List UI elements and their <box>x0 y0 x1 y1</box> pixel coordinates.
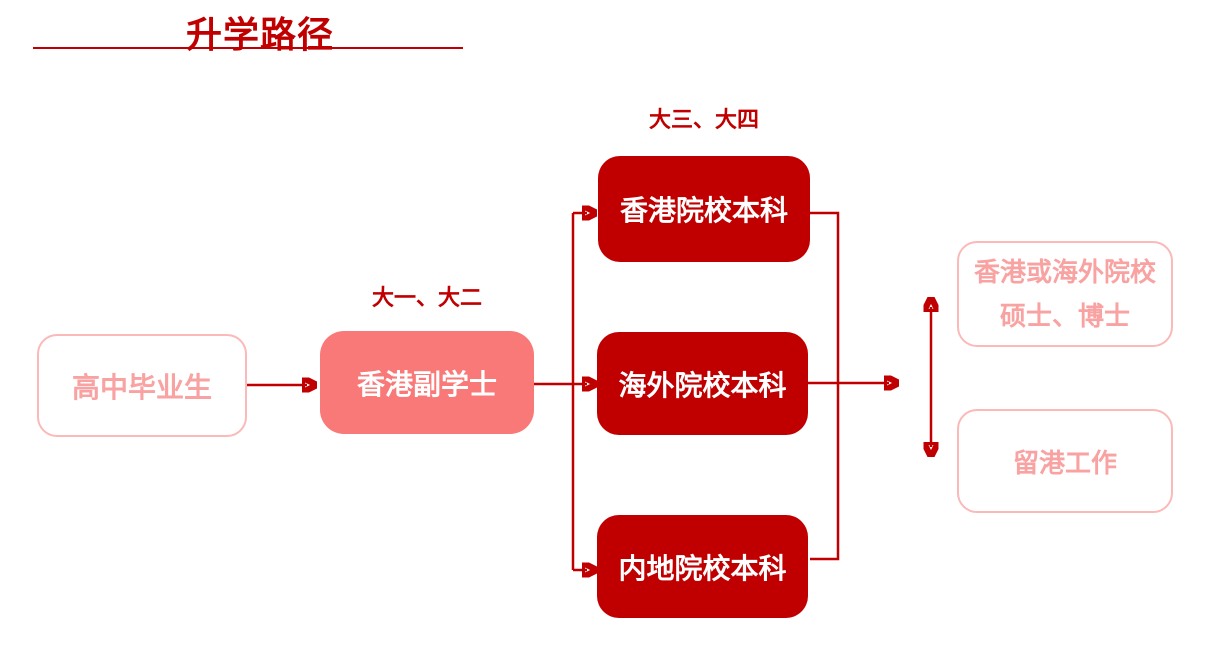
node-label: 海外院校本科 <box>618 369 787 401</box>
node-mainland-institution-bachelor: 内地院校本科 <box>597 515 808 618</box>
node-label-line2: 硕士、博士 <box>999 301 1130 331</box>
node-hk-institution-bachelor: 香港院校本科 <box>598 156 810 262</box>
node-label: 香港副学士 <box>356 368 497 400</box>
page-title: 升学路径 <box>186 14 335 55</box>
node-work-in-hk: 留港工作 <box>957 409 1173 513</box>
node-label: 香港院校本科 <box>619 195 788 226</box>
node-high-school-graduate: 高中毕业生 <box>37 334 247 437</box>
node-label: 留港工作 <box>1012 447 1117 478</box>
title-underline <box>33 47 463 49</box>
node-label: 内地院校本科 <box>618 552 787 584</box>
stage-label-year1-2: 大一、大二 <box>371 285 482 310</box>
node-label: 高中毕业生 <box>71 371 212 403</box>
node-postgraduate-study: 香港或海外院校 硕士、博士 <box>957 241 1173 347</box>
stage-label-year3-4: 大三、大四 <box>648 107 759 132</box>
node-overseas-institution-bachelor: 海外院校本科 <box>597 332 808 435</box>
node-label-line1: 香港或海外院校 <box>973 257 1156 287</box>
line-right-trunk <box>810 211 840 561</box>
node-hk-associate-degree: 香港副学士 <box>320 331 534 434</box>
